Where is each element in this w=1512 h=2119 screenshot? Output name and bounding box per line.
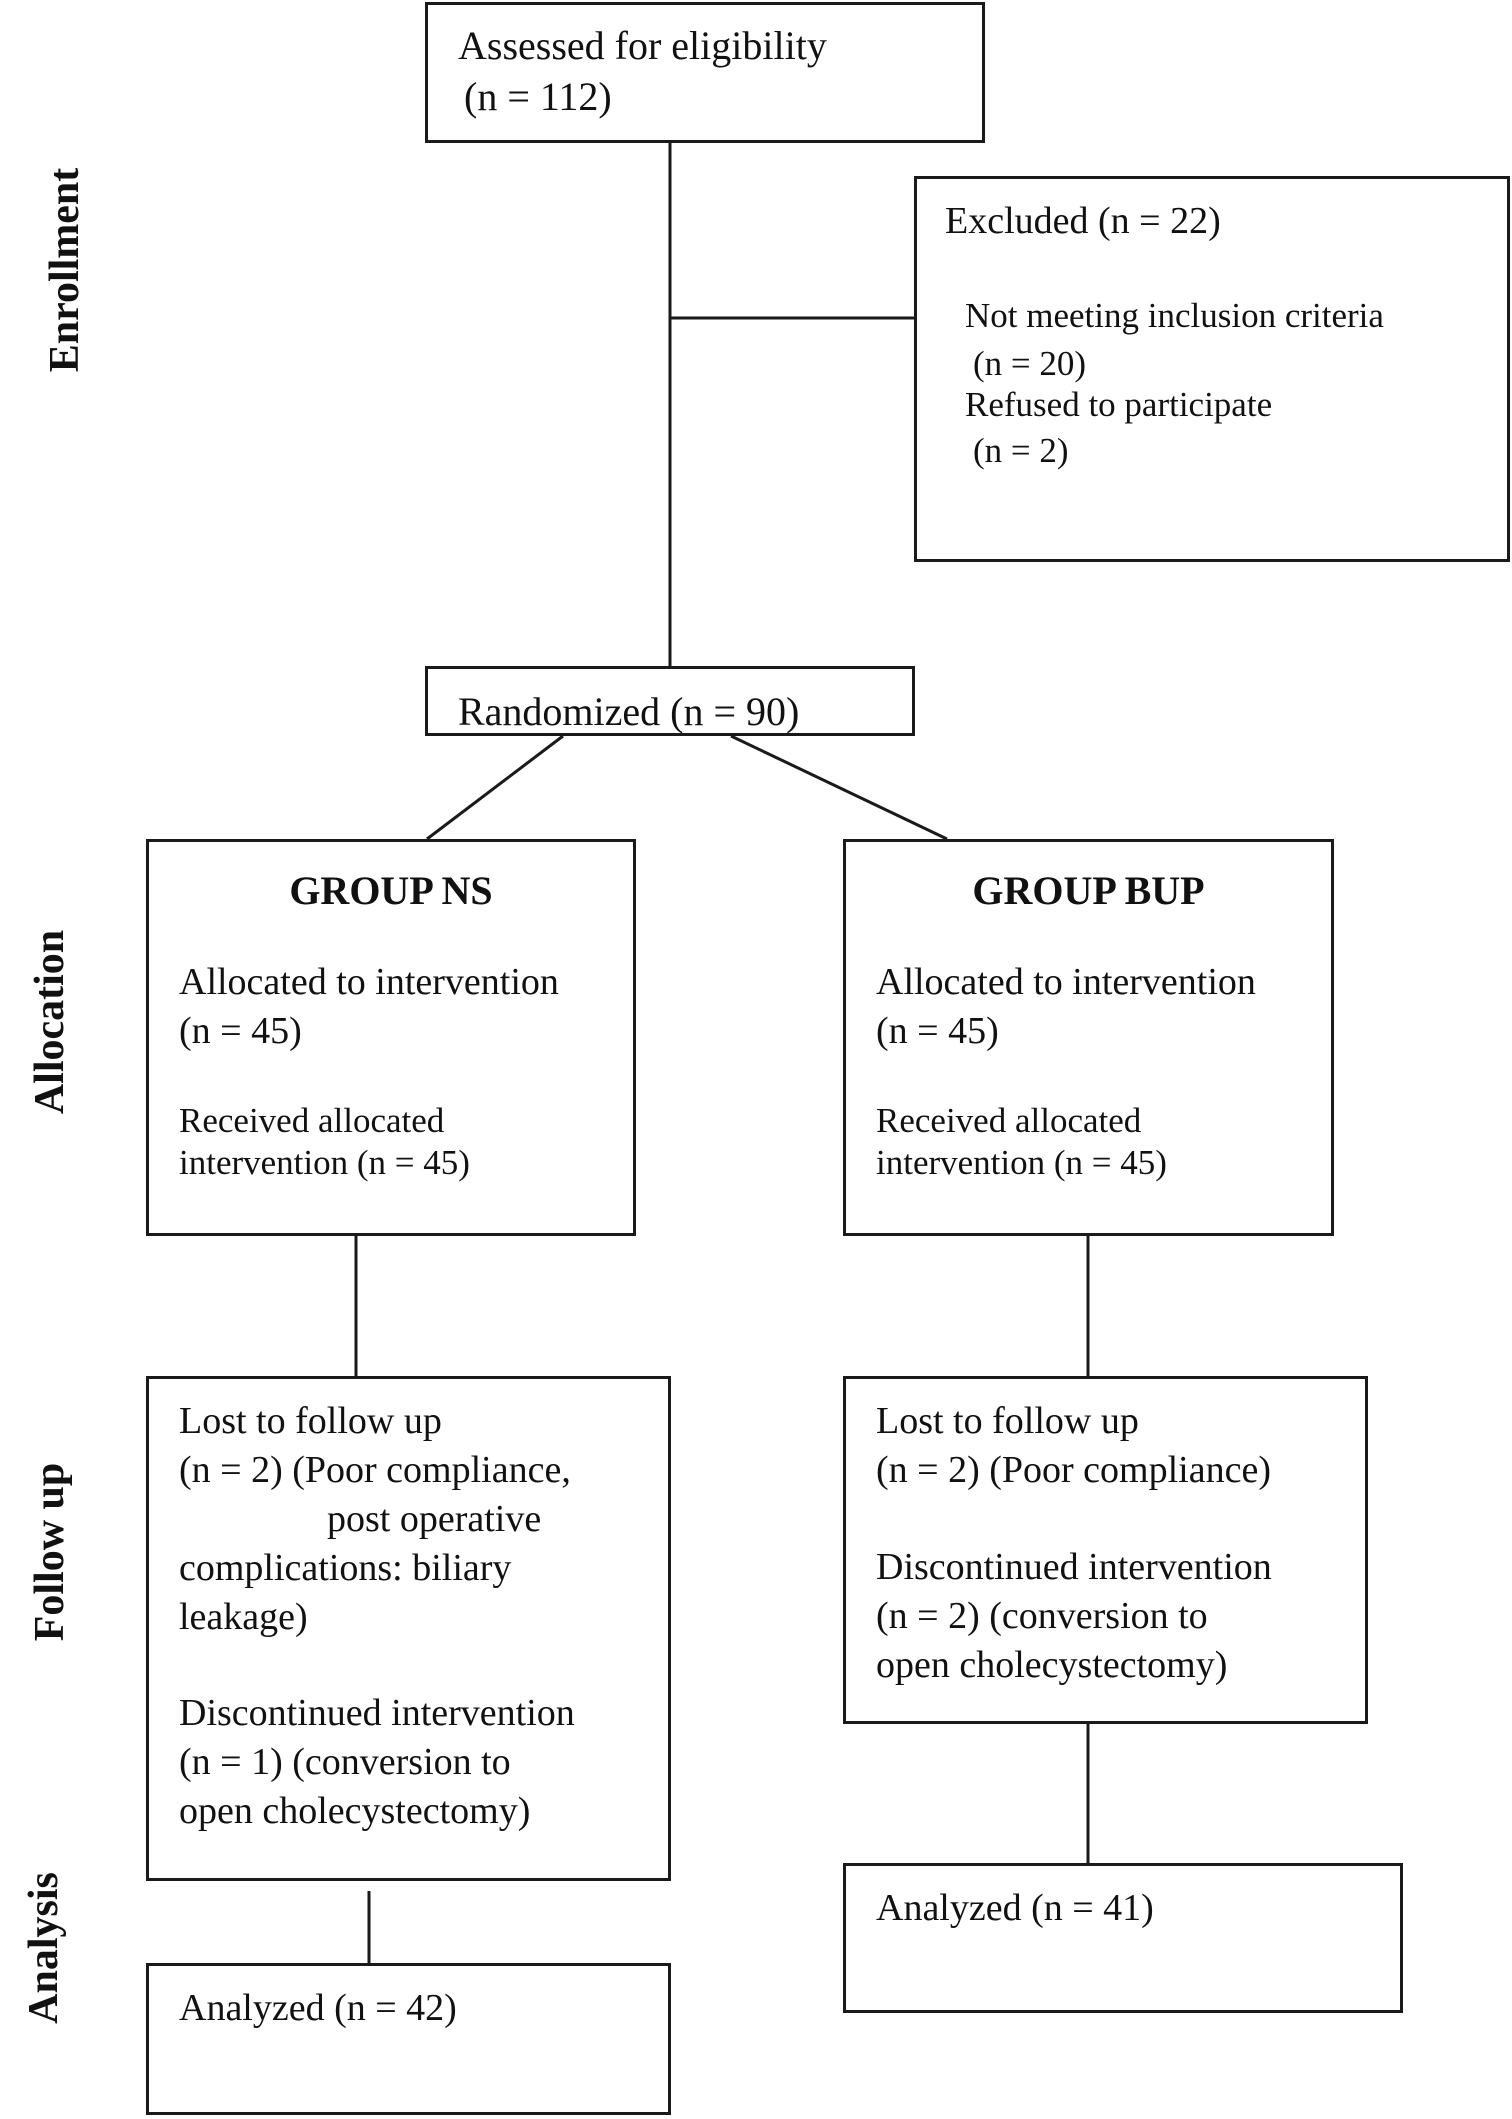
group-bup-lost-label: Lost to follow up xyxy=(876,1400,1139,1442)
group-ns-allocated-count: (n = 45) xyxy=(179,1010,302,1052)
group-bup-lost-count: (n = 2) (Poor compliance) xyxy=(876,1449,1271,1491)
excluded-title: Excluded (n = 22) xyxy=(945,200,1221,242)
randomized-label: Randomized (n = 90) xyxy=(458,689,800,734)
group-bup-allocated: Allocated to intervention xyxy=(876,961,1256,1003)
excluded-reason-inclusion: Not meeting inclusion criteria xyxy=(965,296,1384,335)
connector-randomized-bup xyxy=(730,734,948,841)
assessed-count: (n = 112) xyxy=(464,74,612,119)
group-bup-followup-box: Lost to follow up (n = 2) (Poor complian… xyxy=(843,1376,1368,1724)
stage-label-follow-up: Follow up xyxy=(27,1462,73,1642)
group-bup-title: GROUP BUP xyxy=(972,868,1205,913)
group-ns-lost-leakage: leakage) xyxy=(179,1596,308,1638)
assessed-label: Assessed for eligibility xyxy=(458,23,827,68)
group-bup-discontinued-label: Discontinued intervention xyxy=(876,1546,1272,1588)
excluded-reason-inclusion-count: (n = 20) xyxy=(973,344,1087,383)
group-bup-allocation-box: GROUP BUP Allocated to intervention (n =… xyxy=(843,839,1334,1236)
group-bup-received-count: intervention (n = 45) xyxy=(876,1143,1167,1182)
group-ns-allocated: Allocated to intervention xyxy=(179,961,559,1003)
group-ns-analyzed-label: Analyzed (n = 42) xyxy=(179,1987,457,2029)
assessed-box: Assessed for eligibility (n = 112) xyxy=(425,2,985,143)
stage-label-enrollment: Enrollment xyxy=(42,167,88,373)
group-bup-allocated-count: (n = 45) xyxy=(876,1010,999,1052)
group-ns-lost-count: (n = 2) (Poor compliance, xyxy=(179,1449,571,1491)
group-ns-discontinued-reason: open cholecystectomy) xyxy=(179,1790,531,1832)
group-ns-analyzed-box: Analyzed (n = 42) xyxy=(146,1963,671,2115)
excluded-reason-refused: Refused to participate xyxy=(965,385,1273,424)
stage-label-analysis: Analysis xyxy=(21,1872,67,2024)
group-bup-discontinued-count: (n = 2) (conversion to xyxy=(876,1595,1208,1637)
group-ns-received-count: intervention (n = 45) xyxy=(179,1143,470,1182)
group-ns-lost-complications: complications: biliary xyxy=(179,1547,512,1589)
group-bup-discontinued-reason: open cholecystectomy) xyxy=(876,1644,1228,1686)
group-ns-allocation-box: GROUP NS Allocated to intervention (n = … xyxy=(146,839,636,1236)
group-ns-lost-reason: post operative xyxy=(327,1498,542,1540)
group-ns-lost-label: Lost to follow up xyxy=(179,1400,442,1442)
excluded-box: Excluded (n = 22) Not meeting inclusion … xyxy=(914,176,1510,562)
stage-label-allocation: Allocation xyxy=(27,929,73,1115)
group-ns-followup-box: Lost to follow up (n = 2) (Poor complian… xyxy=(146,1376,671,1881)
group-bup-analyzed-box: Analyzed (n = 41) xyxy=(843,1863,1403,2013)
group-ns-title: GROUP NS xyxy=(289,868,493,913)
group-ns-received: Received allocated xyxy=(179,1101,445,1140)
group-ns-discontinued-count: (n = 1) (conversion to xyxy=(179,1741,511,1783)
group-bup-received: Received allocated xyxy=(876,1101,1142,1140)
excluded-reason-refused-count: (n = 2) xyxy=(973,431,1069,470)
connector-randomized-ns xyxy=(426,734,564,841)
group-bup-analyzed-label: Analyzed (n = 41) xyxy=(876,1887,1154,1929)
randomized-box: Randomized (n = 90) xyxy=(425,666,915,736)
group-ns-discontinued-label: Discontinued intervention xyxy=(179,1692,575,1734)
